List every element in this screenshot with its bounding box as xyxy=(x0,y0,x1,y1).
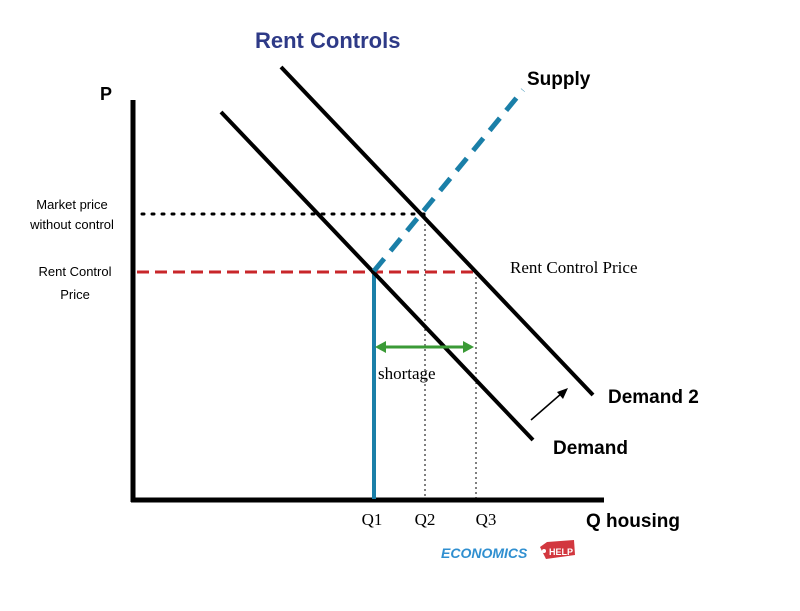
economics-help-logo: ECONOMICS HELP xyxy=(441,540,575,561)
rent-control-price-annotation: Rent Control Price xyxy=(510,258,637,277)
logo-tag: HELP xyxy=(549,547,573,557)
shortage-label: shortage xyxy=(378,364,436,383)
logo-text: ECONOMICS xyxy=(441,545,528,561)
y-axis-label: P xyxy=(100,84,112,104)
q2-label: Q2 xyxy=(415,510,436,529)
diagram-title: Rent Controls xyxy=(255,28,400,53)
demand2-curve xyxy=(279,65,595,397)
shortage-arrow xyxy=(375,341,474,353)
q1-label: Q1 xyxy=(362,510,383,529)
market-price-label-1: Market price xyxy=(36,197,108,212)
supply-curve xyxy=(372,88,525,273)
q3-label: Q3 xyxy=(476,510,497,529)
x-axis-label: Q housing xyxy=(586,511,680,532)
supply-label: Supply xyxy=(527,69,591,90)
demand-label: Demand xyxy=(553,438,628,459)
demand2-label: Demand 2 xyxy=(608,387,699,408)
demand-curve xyxy=(219,110,535,442)
rent-price-label-1: Rent Control xyxy=(39,264,112,279)
market-price-label-2: without control xyxy=(29,217,114,232)
demand-shift-arrow xyxy=(530,388,568,421)
rent-price-label-2: Price xyxy=(60,287,90,302)
